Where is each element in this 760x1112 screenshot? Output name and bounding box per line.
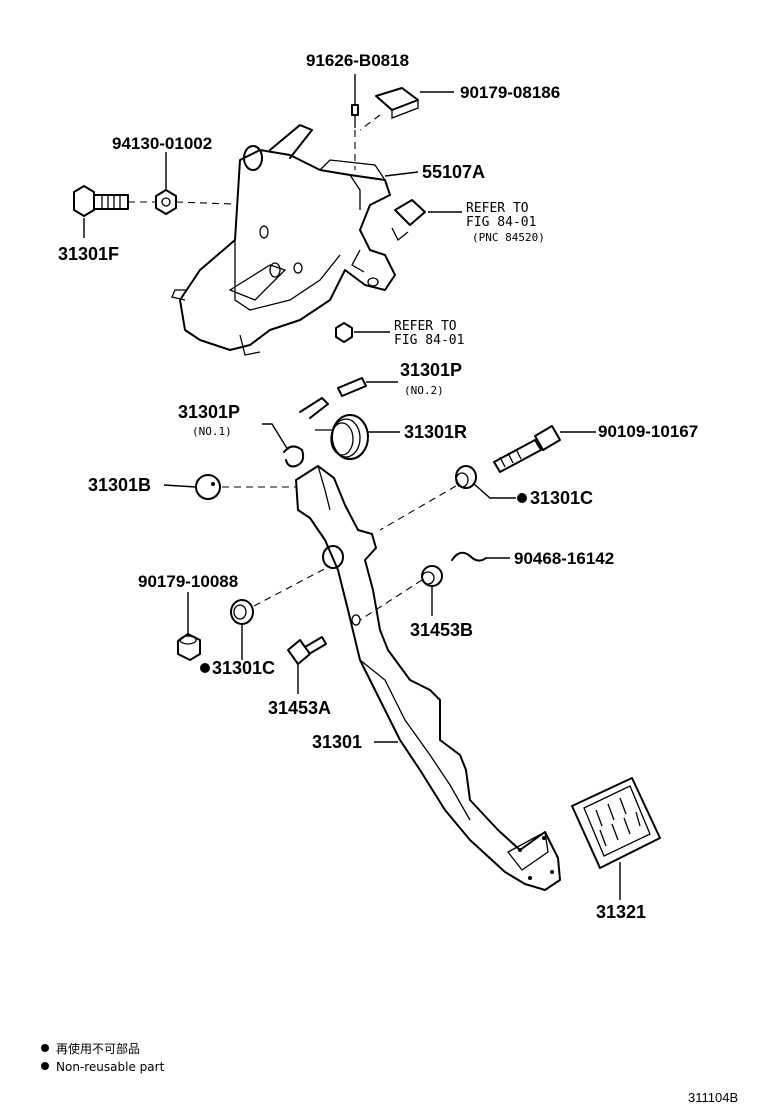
label-bolt-left: 31301F — [58, 244, 119, 264]
legend-line-en: Non-reusable part — [56, 1060, 165, 1074]
label-refer-top-1: REFER TO — [466, 201, 529, 216]
spring-31301r-drawing — [299, 397, 369, 460]
label-spring: 31301R — [404, 422, 467, 442]
legend-bullet-jp — [41, 1044, 49, 1052]
label-refer-mid-2: FIG 84-01 — [394, 333, 464, 348]
collar-right-drawing — [455, 465, 477, 489]
pin-no2-drawing — [337, 377, 367, 397]
legend: 再使用不可部品 Non-reusable part — [41, 1041, 165, 1074]
stopper-31453a-drawing — [287, 636, 327, 665]
pedal-pad-drawing — [571, 777, 661, 869]
legend-bullet-en — [41, 1062, 49, 1070]
label-bolt-right: 90109-10167 — [598, 422, 698, 441]
pedal-arm-drawing — [295, 465, 561, 891]
pin-no1-drawing — [283, 445, 305, 468]
clip-90468-drawing — [451, 551, 487, 562]
label-collar-left: 31301C — [212, 658, 275, 678]
pedal-bracket-drawing — [171, 124, 426, 356]
label-refer-top-3: (PNC 84520) — [472, 231, 545, 244]
label-pedal: 31301 — [312, 732, 362, 752]
label-bracket: 55107A — [422, 162, 485, 182]
label-pin-no1: 31301P — [178, 402, 240, 422]
label-stopper-b: 31453B — [410, 620, 473, 640]
label-nut-lower: 90179-10088 — [138, 572, 238, 591]
label-pin-no2-sub: (NO.2) — [404, 384, 444, 397]
label-pin-no2: 31301P — [400, 360, 462, 380]
legend-line-jp: 再使用不可部品 — [56, 1041, 140, 1056]
leader-lines — [83, 74, 621, 900]
collar-left-drawing — [230, 599, 254, 625]
bolt-91626-drawing — [351, 104, 359, 128]
non-reusable-marker-right — [517, 493, 527, 503]
bolt-90109-drawing — [493, 425, 561, 473]
nut-94130-drawing — [155, 189, 177, 215]
label-bolt-top: 91626-B0818 — [306, 51, 409, 70]
label-stopper-a: 31453A — [268, 698, 331, 718]
bushing-31301b-drawing — [195, 474, 221, 500]
label-bushing-left: 31301B — [88, 475, 151, 495]
clip-nut-90179-08186-drawing — [375, 87, 419, 119]
label-clip: 90468-16142 — [514, 549, 614, 568]
diagram-code: 311104B — [688, 1090, 738, 1105]
bolt-31301f-drawing — [73, 185, 129, 217]
label-pad: 31321 — [596, 902, 646, 922]
label-nut-left: 94130-01002 — [112, 134, 212, 153]
label-refer-mid-1: REFER TO — [394, 319, 457, 334]
stopper-31453b-drawing — [421, 565, 443, 587]
label-collar-right: 31301C — [530, 488, 593, 508]
label-refer-top-2: FIG 84-01 — [466, 215, 536, 230]
nut-refer-drawing — [335, 322, 353, 343]
non-reusable-marker-left — [200, 663, 210, 673]
label-nut-clip-top: 90179-08186 — [460, 83, 560, 102]
label-pin-no1-sub: (NO.1) — [192, 425, 232, 438]
nut-90179-10088-drawing — [177, 633, 201, 661]
